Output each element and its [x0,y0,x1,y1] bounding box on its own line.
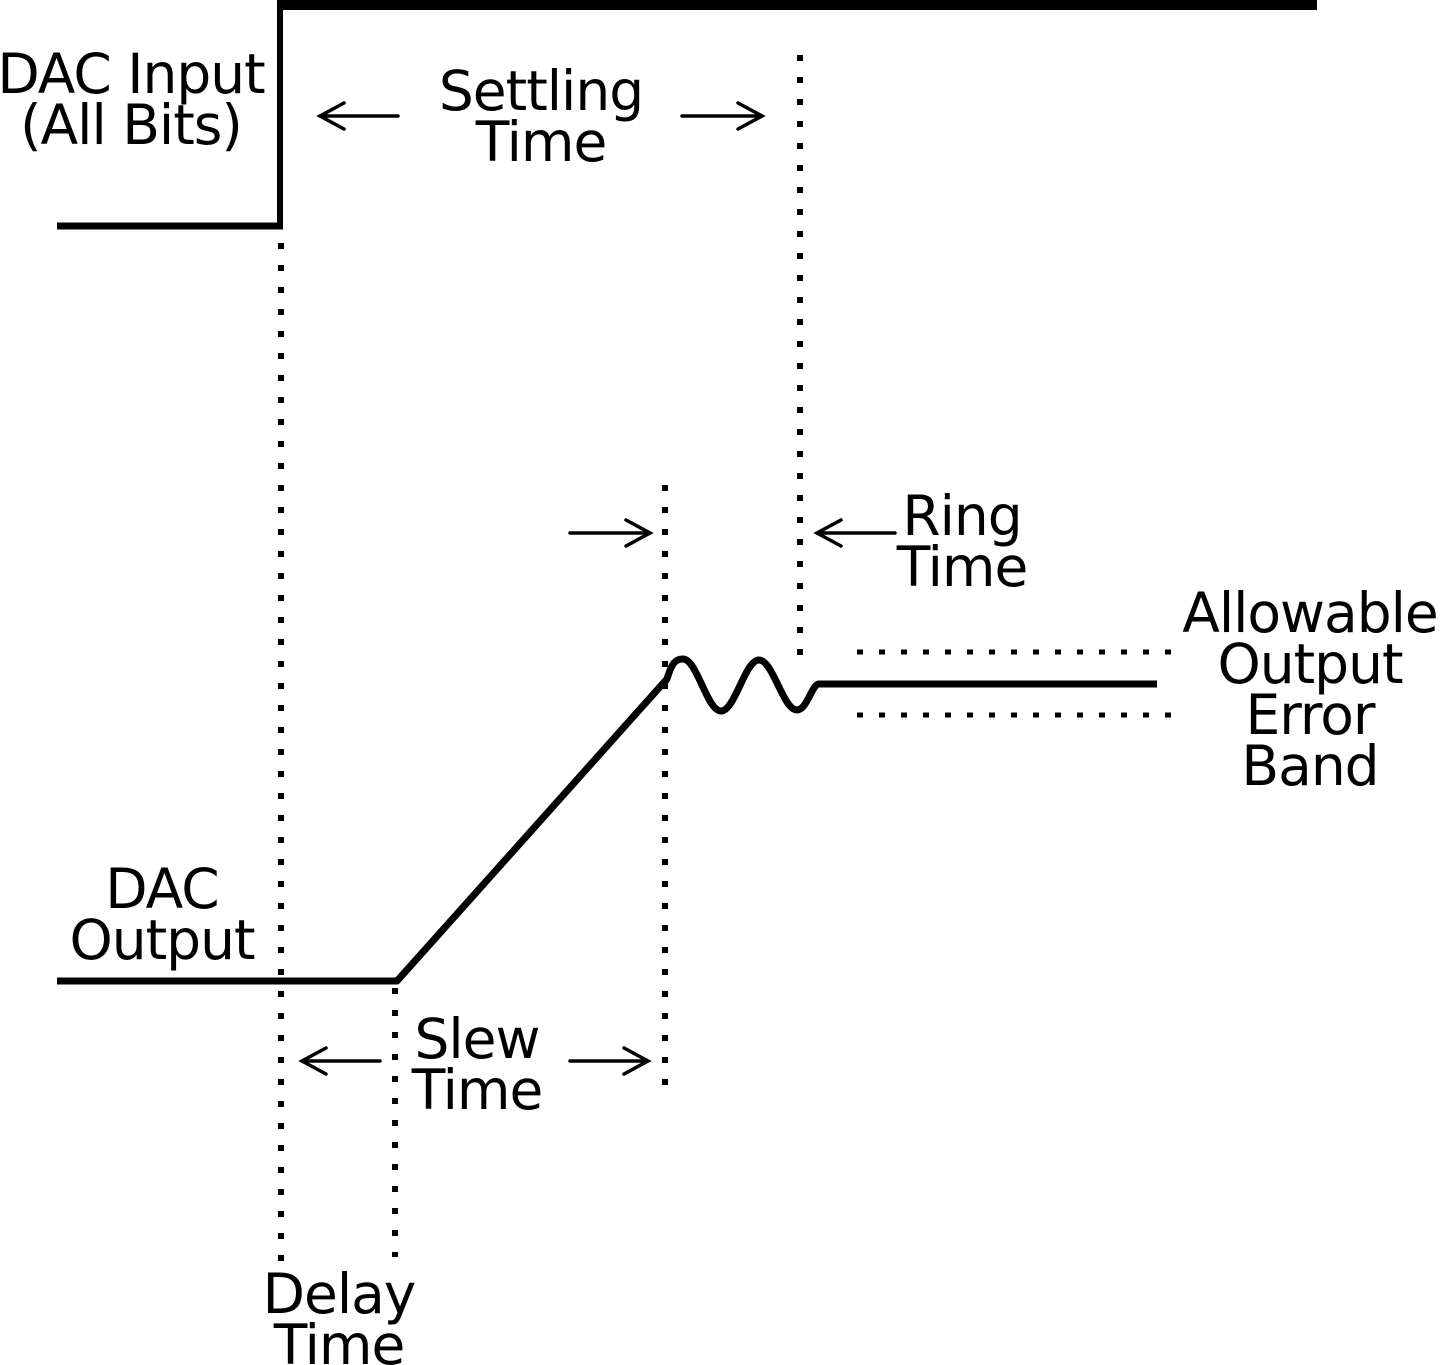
allowable-output-error-band-label: Allowable Output Error Band [1155,581,1440,798]
dac-input-label-line2: (All Bits) [20,93,243,157]
ring-left-arrow [813,518,897,548]
dac-output-label-line2: Output [69,908,255,972]
dac-output-label: DAC Output [52,857,272,972]
dac-input-label: DAC Input (All Bits) [0,42,272,157]
error-band-label-line4: Band [1241,734,1379,798]
delay-time-label-line1: Delay [262,1262,417,1326]
settling-right-arrow [680,101,766,131]
output-waveform [57,655,1157,985]
settling-time-label-line2: Time [475,110,608,174]
slew-time-label-line2: Time [411,1058,544,1122]
ring-right-arrow [568,518,654,548]
error-band-label-line3: Error [1245,683,1375,747]
dac-output-label-line1: DAC [105,857,219,921]
slew-time-label: Slew Time [377,1007,577,1122]
slew-right-arrow [568,1046,652,1076]
ring-time-label: Ring Time [862,484,1062,599]
slew-time-label-line1: Slew [414,1007,540,1071]
error-band-label-line1: Allowable [1182,581,1439,645]
dac-input-label-line1: DAC Input [0,42,266,106]
ring-time-label-line2: Time [896,535,1029,599]
settling-time-label: Settling Time [421,59,661,174]
ring-time-label-line1: Ring [902,484,1022,548]
slew-left-arrow [298,1046,382,1076]
delay-time-label-line2: Time [273,1313,406,1365]
settling-time-label-line1: Settling [438,59,644,123]
settling-left-arrow [316,101,400,131]
error-band-label-line2: Output [1217,632,1403,696]
delay-time-label: Delay Time [239,1262,439,1365]
